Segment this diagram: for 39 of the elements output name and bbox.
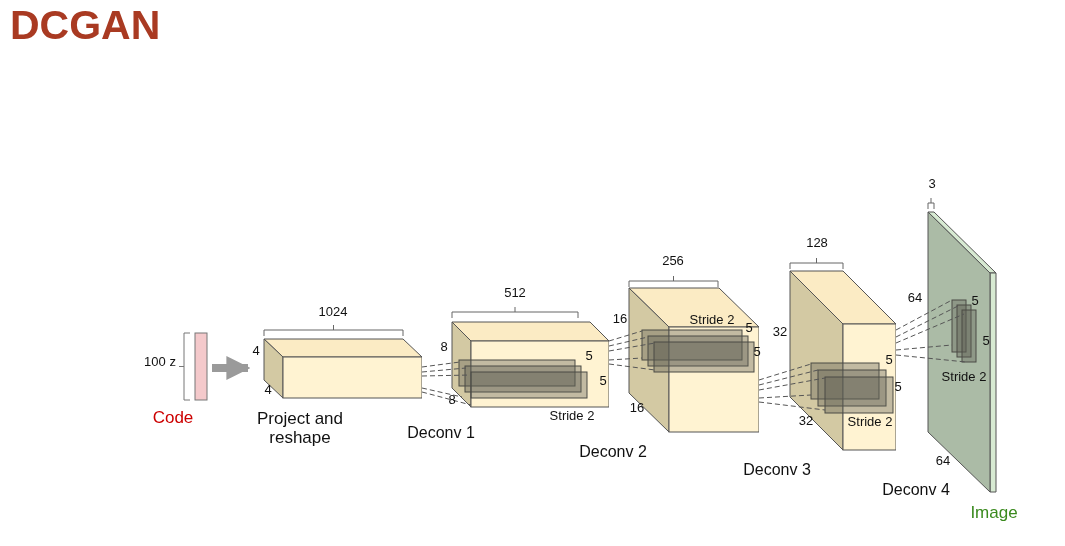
dimension-label: 4 [264, 382, 272, 398]
dimension-label: 32 [798, 413, 814, 429]
projection-lines [758, 363, 826, 411]
dimension-label: 5 [753, 344, 761, 360]
layer-label: Deconv 1 [407, 424, 475, 442]
dimension-label: 8 [448, 392, 456, 408]
dimension-label: 5 [745, 320, 753, 336]
dimension-label: 64 [907, 290, 923, 306]
dimension-label: 16 [612, 311, 628, 327]
dimension-label: 64 [935, 453, 951, 469]
layer-label: Deconv 2 [579, 443, 647, 461]
layer-label: Deconv 3 [743, 461, 811, 479]
dimension-label: 512 [504, 285, 526, 301]
dimension-label: 100 z [144, 354, 176, 370]
dimension-label: 5 [885, 352, 893, 368]
dimension-label: Stride 2 [941, 369, 987, 385]
dimension-label: Stride 2 [689, 312, 735, 328]
dimension-label: 5 [585, 348, 593, 364]
dimension-label: 256 [662, 253, 684, 269]
dimension-label: 5 [599, 373, 607, 389]
dimension-label: 8 [440, 339, 448, 355]
dimension-label: 32 [772, 324, 788, 340]
dimension-label: Stride 2 [549, 408, 595, 424]
dimension-label: 128 [806, 235, 828, 251]
dimension-label: 16 [629, 400, 645, 416]
dimension-label: 5 [982, 333, 990, 349]
title: DCGAN [10, 2, 161, 49]
dimension-label: 5 [971, 293, 979, 309]
layer-label: Deconv 4 [882, 481, 950, 499]
dimension-label: 5 [894, 379, 902, 395]
layer-label: Project and reshape [256, 410, 344, 448]
dimension-label: 1024 [318, 304, 348, 320]
layer-label: Image [970, 503, 1018, 523]
projection-lines [608, 330, 656, 371]
layer-label: Code [152, 408, 194, 428]
dimension-label: 3 [928, 176, 936, 192]
dimension-label: 4 [252, 343, 260, 359]
dimension-label: Stride 2 [847, 414, 893, 430]
projection-lines [895, 299, 967, 363]
